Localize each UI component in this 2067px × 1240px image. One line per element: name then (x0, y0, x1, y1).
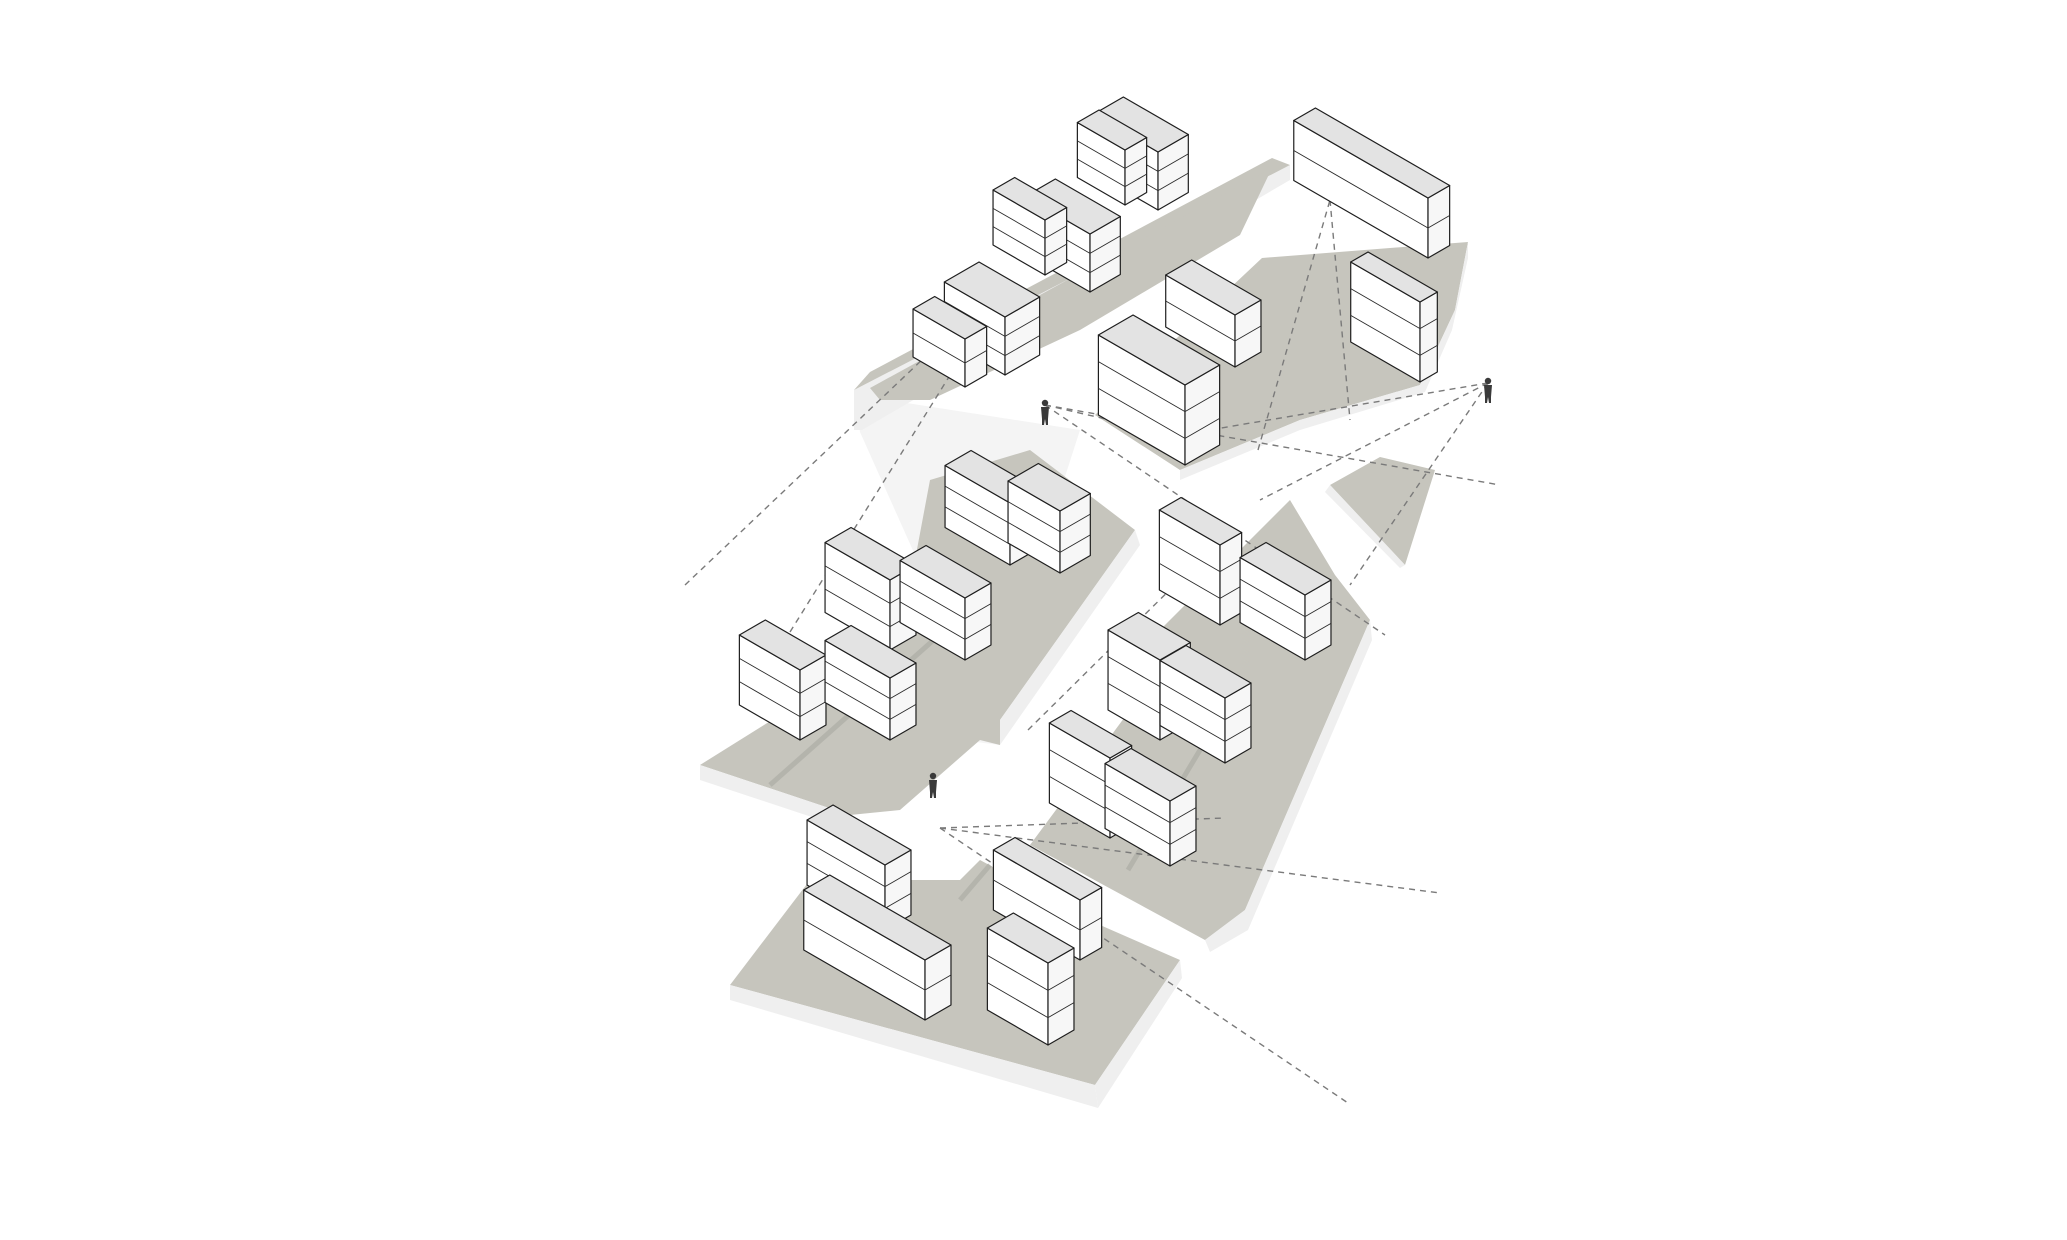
building-nb-5 (1076, 109, 1148, 206)
building-e-4 (1159, 644, 1252, 764)
building-ne-1 (1293, 107, 1451, 259)
sightline-7 (939, 827, 1441, 894)
building-ne-2 (1350, 251, 1438, 383)
person-icon (1484, 377, 1492, 403)
building-e-2 (1239, 541, 1332, 661)
building-ne-4 (1097, 314, 1221, 466)
building-s-2 (803, 874, 952, 1021)
sightline-5 (1349, 382, 1489, 586)
plot-triangle (1330, 457, 1435, 565)
building-w-5 (738, 619, 827, 741)
building-w-6 (824, 624, 917, 741)
sightline-6 (1259, 382, 1489, 501)
building-w-4 (899, 544, 992, 661)
sightline-9 (939, 817, 1226, 829)
building-e-6 (1104, 747, 1197, 867)
sightline-4 (1149, 382, 1489, 441)
viewpoints-layer (929, 377, 1492, 798)
plot-south-edge-r-edge (1095, 960, 1182, 1108)
buildings-layer (738, 96, 1451, 1046)
person-icon (1041, 399, 1049, 425)
plot-triangle-edge-edge (1325, 485, 1405, 568)
building-s-4 (986, 912, 1075, 1046)
sightline-14 (1329, 199, 1351, 421)
building-ne-3 (1165, 259, 1262, 368)
building-w-2 (1007, 462, 1091, 574)
sightline-3 (1044, 404, 1111, 421)
building-nb-1 (912, 295, 988, 388)
path-strip-2 (958, 863, 992, 902)
plot-west-edge-r-edge (1000, 530, 1140, 745)
person-icon (929, 772, 937, 798)
building-nb-3 (992, 176, 1068, 276)
building-e-1 (1158, 496, 1243, 626)
plot-south-edge-edge (730, 985, 1098, 1108)
